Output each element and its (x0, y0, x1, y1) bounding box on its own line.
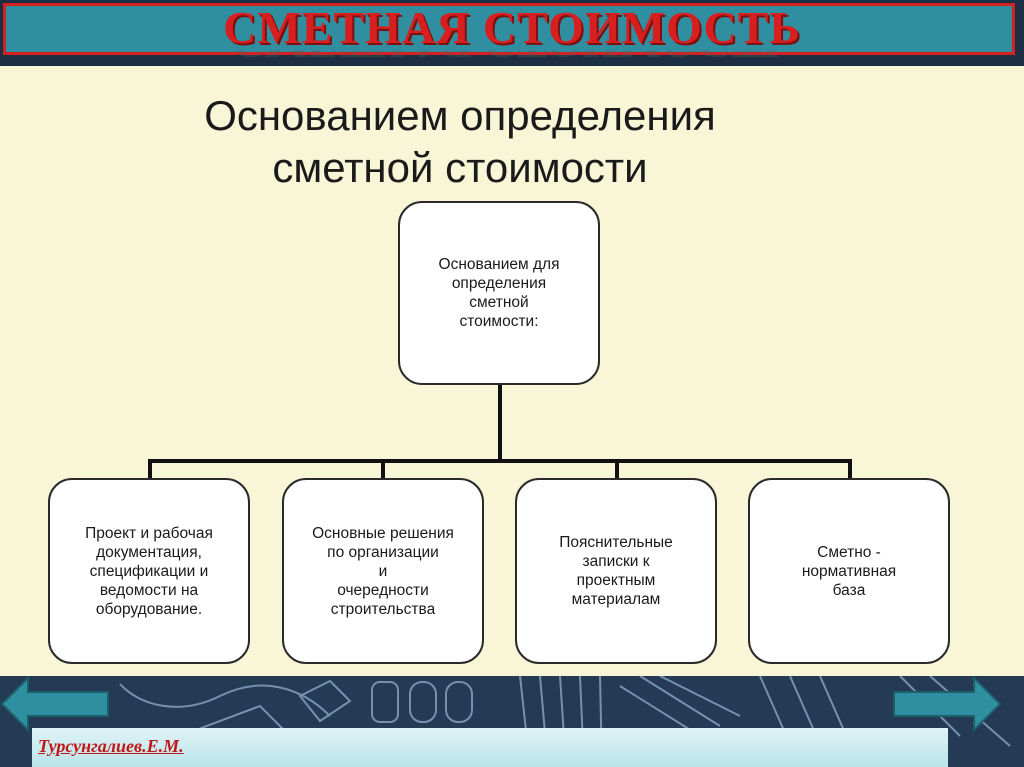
next-slide-button[interactable] (890, 675, 1002, 733)
arrow-right-icon (893, 675, 1002, 733)
diagram-child-node-2: Основные решения по организации и очеред… (282, 478, 484, 664)
child-node-4-text: Сметно - нормативная база (801, 543, 897, 599)
heading-line-2: сметной стоимости (272, 144, 648, 191)
author-name: Турсунгалиев.Е.М. (38, 736, 184, 756)
diagram-child-node-4: Сметно - нормативная база (748, 478, 950, 664)
arrow-left-icon (0, 675, 109, 733)
diagram-child-node-3: Пояснительные записки к проектным матери… (515, 478, 717, 664)
child-node-2-text: Основные решения по организации и очеред… (312, 524, 454, 618)
diagram-child-node-1: Проект и рабочая документация, специфика… (48, 478, 250, 664)
heading-line-1: Основанием определения (204, 92, 716, 139)
diagram-root-node: Основанием для определения сметной стоим… (398, 201, 600, 385)
author-box (32, 728, 948, 767)
prev-slide-button[interactable] (0, 675, 112, 733)
child-node-3-text: Пояснительные записки к проектным матери… (559, 534, 673, 608)
slide-heading: Основанием определения сметной стоимости (60, 90, 860, 194)
child-node-1-text: Проект и рабочая документация, специфика… (85, 524, 213, 618)
slide-title: СМЕТНАЯ СТОИМОСТЬ (223, 2, 801, 53)
title-bar (0, 0, 1024, 66)
root-node-text: Основанием для определения сметной стоим… (438, 256, 560, 330)
title-box (3, 3, 1015, 55)
